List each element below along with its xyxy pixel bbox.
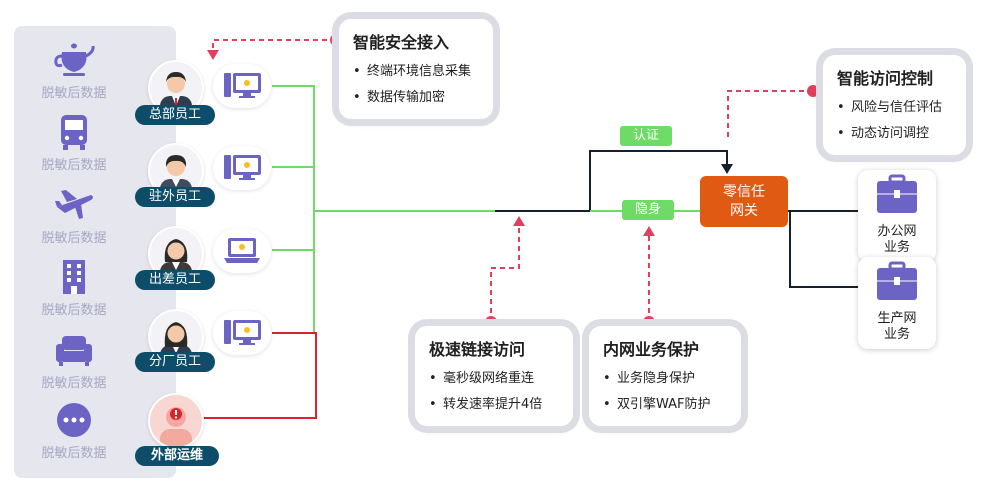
card-item: 双引擎WAF防护 bbox=[603, 392, 727, 418]
office-network-target: 办公网 业务 bbox=[858, 170, 936, 262]
laptop-icon bbox=[224, 238, 260, 263]
unknown-person-icon bbox=[160, 407, 192, 447]
card-access-control: 智能访问控制 风险与信任评估 动态访问调控 bbox=[823, 55, 966, 155]
sidebar-item-label: 脱敏后数据 bbox=[41, 158, 107, 173]
desktop-icon bbox=[224, 73, 261, 98]
target-label-line2: 业务 bbox=[883, 327, 910, 342]
sidebar-item-label: 脱敏后数据 bbox=[41, 446, 107, 461]
card-title: 智能安全接入 bbox=[353, 33, 450, 52]
card-item: 业务隐身保护 bbox=[603, 366, 727, 392]
card-item: 终端环境信息采集 bbox=[353, 59, 479, 85]
device-laptop bbox=[213, 229, 271, 273]
briefcase-icon bbox=[877, 174, 917, 213]
bus-icon bbox=[61, 115, 87, 150]
user-label-branch: 分厂员工 bbox=[135, 352, 215, 372]
teapot-icon bbox=[54, 43, 95, 76]
airplane-icon bbox=[55, 190, 93, 219]
sidebar-item-4: 脱敏后数据 bbox=[14, 257, 134, 318]
card-title: 极速链接访问 bbox=[429, 340, 526, 359]
target-label-line2: 业务 bbox=[883, 240, 910, 255]
target-label-line1: 办公网 bbox=[877, 224, 917, 239]
auth-badge: 认证 bbox=[620, 126, 672, 146]
user-label-external-ops: 外部运维 bbox=[135, 446, 219, 466]
card-item: 数据传输加密 bbox=[353, 85, 479, 111]
card-secure-access: 智能安全接入 终端环境信息采集 数据传输加密 bbox=[339, 19, 493, 119]
card-title: 内网业务保护 bbox=[603, 340, 700, 359]
production-network-target: 生产网 业务 bbox=[858, 257, 936, 349]
sidebar-item-label: 脱敏后数据 bbox=[41, 303, 107, 318]
card-intranet-protect: 内网业务保护 业务隐身保护 双引擎WAF防护 bbox=[589, 326, 741, 426]
desktop-icon bbox=[224, 320, 261, 345]
user-label-hq: 总部员工 bbox=[135, 105, 215, 125]
card-item: 风险与信任评估 bbox=[837, 95, 952, 121]
target-label-line1: 生产网 bbox=[877, 311, 917, 326]
user-label-field: 驻外员工 bbox=[135, 187, 215, 207]
device-desktop bbox=[213, 311, 271, 355]
card-item: 毫秒级网络重连 bbox=[429, 366, 559, 392]
briefcase-icon bbox=[877, 261, 917, 300]
device-desktop bbox=[213, 146, 271, 190]
desktop-icon bbox=[224, 155, 261, 180]
gateway-label-line2: 网关 bbox=[730, 202, 758, 219]
gateway-label-line1: 零信任 bbox=[723, 183, 765, 200]
card-item: 动态访问调控 bbox=[837, 121, 952, 147]
sidebar-item-3: 脱敏后数据 bbox=[14, 185, 134, 246]
sidebar-item-2: 脱敏后数据 bbox=[14, 112, 134, 173]
zero-trust-gateway: 零信任 网关 bbox=[700, 176, 788, 227]
sidebar-item-label: 脱敏后数据 bbox=[41, 231, 107, 246]
sidebar-item-1: 脱敏后数据 bbox=[14, 40, 134, 101]
sidebar-item-6: 脱敏后数据 bbox=[14, 400, 134, 461]
building-icon bbox=[63, 260, 85, 294]
card-title: 智能访问控制 bbox=[837, 69, 934, 88]
user-label-travel: 出差员工 bbox=[135, 270, 215, 290]
stealth-badge: 隐身 bbox=[622, 200, 674, 220]
sidebar-item-5: 脱敏后数据 bbox=[14, 330, 134, 391]
sofa-icon bbox=[56, 336, 92, 366]
sidebar-item-label: 脱敏后数据 bbox=[41, 86, 107, 101]
device-desktop bbox=[213, 64, 271, 108]
card-fast-link: 极速链接访问 毫秒级网络重连 转发速率提升4倍 bbox=[415, 326, 573, 426]
more-dots-icon bbox=[57, 403, 91, 437]
user-avatar-external-ops bbox=[148, 393, 204, 449]
card-item: 转发速率提升4倍 bbox=[429, 392, 559, 418]
sidebar-item-label: 脱敏后数据 bbox=[41, 376, 107, 391]
